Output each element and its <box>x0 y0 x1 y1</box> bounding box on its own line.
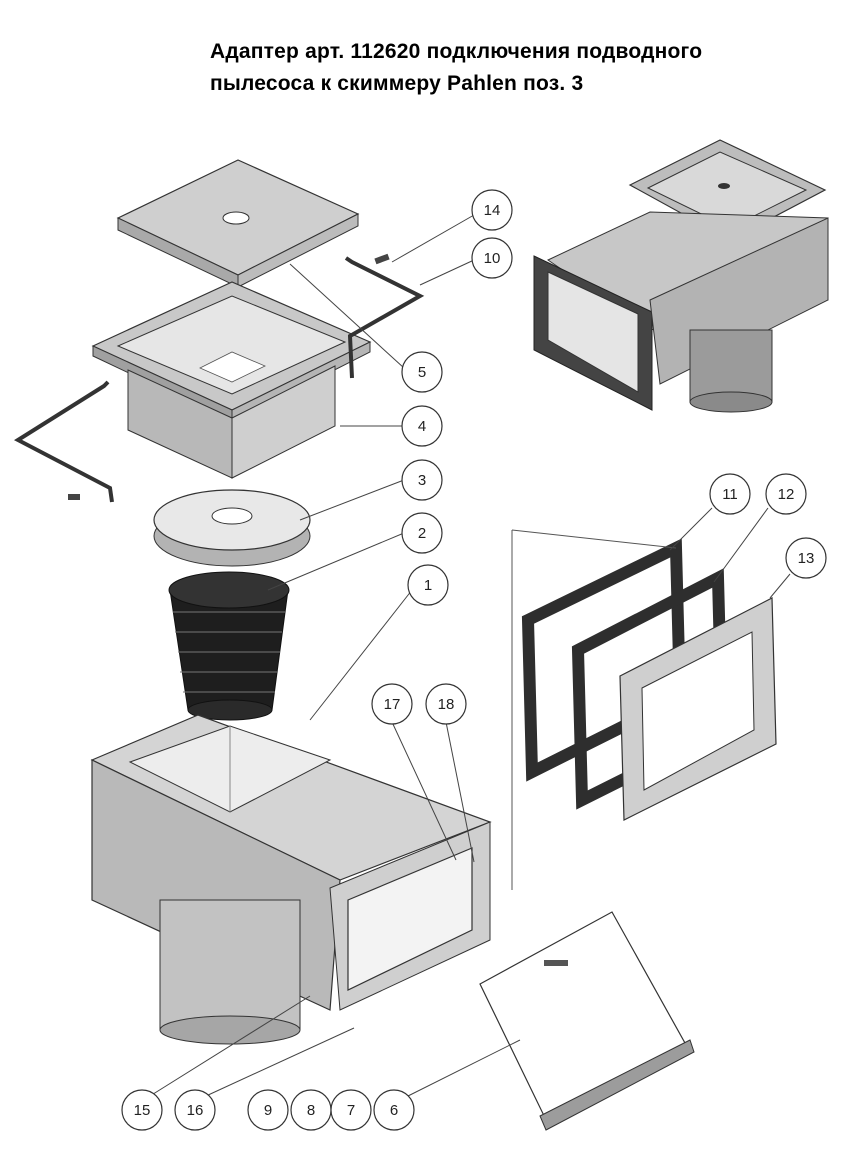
callout-11: 11 <box>709 473 751 515</box>
callout-2: 2 <box>401 512 443 554</box>
svg-text:4: 4 <box>418 418 426 435</box>
assembled-skimmer <box>533 139 829 413</box>
callout-3: 3 <box>401 459 443 501</box>
skimmer-basket <box>168 571 290 721</box>
svg-text:17: 17 <box>384 696 401 713</box>
mounting-brackets <box>13 253 425 503</box>
callout-13: 13 <box>785 537 827 579</box>
svg-text:1: 1 <box>424 577 432 594</box>
leader-lines <box>149 214 791 1097</box>
svg-text:14: 14 <box>484 202 501 219</box>
svg-text:13: 13 <box>798 550 815 567</box>
svg-text:12: 12 <box>778 486 795 503</box>
svg-text:9: 9 <box>264 1102 272 1119</box>
svg-text:10: 10 <box>484 250 501 267</box>
callout-10: 10 <box>471 237 513 279</box>
svg-text:15: 15 <box>134 1102 151 1119</box>
callout-7: 7 <box>330 1089 372 1131</box>
callout-16: 16 <box>174 1089 216 1131</box>
callout-9: 9 <box>247 1089 289 1131</box>
callout-5: 5 <box>401 351 443 393</box>
gasket-set <box>511 529 777 890</box>
callout-17: 17 <box>371 683 413 725</box>
svg-text:3: 3 <box>418 472 426 489</box>
weir-flap <box>479 911 695 1131</box>
svg-text:6: 6 <box>390 1102 398 1119</box>
title-line-2: пылесоса к скиммеру Pahlen поз. 3 <box>210 72 584 95</box>
svg-text:8: 8 <box>307 1102 315 1119</box>
callout-12: 12 <box>765 473 807 515</box>
svg-text:5: 5 <box>418 364 426 381</box>
svg-text:18: 18 <box>438 696 455 713</box>
callout-18: 18 <box>425 683 467 725</box>
callout-6: 6 <box>373 1089 415 1131</box>
title-line-1: Адаптер арт. 112620 подключения подводно… <box>210 40 703 63</box>
callout-14: 14 <box>471 189 513 231</box>
callout-8: 8 <box>290 1089 332 1131</box>
svg-text:16: 16 <box>187 1102 204 1119</box>
svg-text:2: 2 <box>418 525 426 542</box>
callout-15: 15 <box>121 1089 163 1131</box>
svg-text:7: 7 <box>347 1102 355 1119</box>
adapter-ring <box>153 489 311 567</box>
skimmer-lid <box>116 159 360 288</box>
title-block: Адаптер арт. 112620 подключения подводно… <box>210 36 830 100</box>
skimmer-body <box>90 714 492 1045</box>
skimmer-collar <box>91 281 372 479</box>
svg-text:11: 11 <box>722 486 738 503</box>
callout-1: 1 <box>407 564 449 606</box>
callout-4: 4 <box>401 405 443 447</box>
